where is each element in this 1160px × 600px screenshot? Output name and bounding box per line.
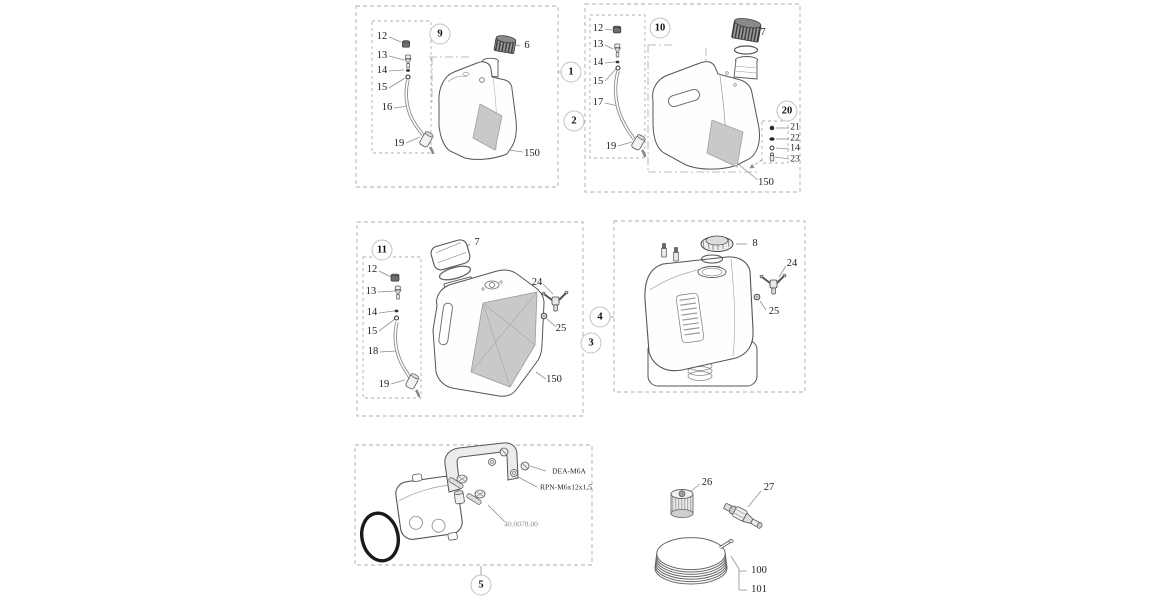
part-code-assembly: 40.0078.00 [504,519,538,529]
part-label-14: 14 [592,56,604,68]
part-label-12: 12 [376,30,388,42]
hose-kit-10-drawing [612,25,647,158]
callout-11: 11 [371,239,393,261]
part-label-101: 101 [751,583,767,595]
callout-10: 10 [649,17,671,39]
tank-9-drawing [438,35,517,160]
callout-20: 20 [776,100,798,122]
tank-10-drawing [652,18,762,170]
part-label-14: 14 [366,306,378,318]
part-label-27: 27 [763,481,775,493]
part-label-14: 14 [376,64,388,76]
part-label-13: 13 [365,285,377,297]
hose-kit-11-drawing [390,273,421,398]
callout-3: 3 [580,332,602,354]
part-label-6: 6 [524,39,530,51]
part-label-15: 15 [376,81,388,93]
callout-4: 4 [589,306,611,328]
part-label-21: 21 [790,122,800,133]
part-label-25: 25 [768,305,780,317]
frame-panel-5 [354,444,593,566]
dashed-frames [354,3,806,566]
part-label-19: 19 [605,140,617,152]
part-label-16: 16 [381,101,393,113]
frame-hose-kit-11 [362,256,422,399]
mount-kit-drawing [359,442,530,563]
part-label-100: 100 [751,564,767,576]
part-label-7: 7 [760,26,766,38]
hose-kit-9-drawing [402,40,435,155]
part-label-17: 17 [592,96,604,108]
frame-panel-9 [355,5,559,188]
part-label-150: 150 [524,147,540,159]
part-label-7: 7 [474,236,480,248]
part-label-150: 150 [546,373,562,385]
fitting-27-drawing [723,503,763,529]
part-label-23: 23 [790,154,800,165]
phantom-lines [429,44,757,173]
frame-panel-10 [584,3,801,193]
part-code-screw: RPN-M6x12x1,5 [540,482,592,492]
frame-hose-kit-10 [589,14,646,159]
filter-26-drawing [670,489,694,518]
callout-5: 5 [470,574,492,596]
part-label-15: 15 [366,325,378,337]
hose-coil-drawing [654,537,734,585]
part-label-18: 18 [367,345,379,357]
frame-panel-11 [356,221,584,417]
part-label-14: 14 [790,143,800,154]
frame-panel-3-4 [613,220,806,393]
part-label-13: 13 [376,49,388,61]
part-label-19: 19 [393,137,405,149]
part-label-24: 24 [786,257,798,269]
part-label-26: 26 [701,476,713,488]
fuel-tap-3-4-drawing [753,273,787,301]
callout-9: 9 [429,23,451,45]
part-label-24: 24 [531,276,543,288]
part-label-19: 19 [378,378,390,390]
part-code-nut: DEA-M6A [552,466,586,476]
part-label-12: 12 [366,263,378,275]
tank-11-drawing [430,239,545,397]
part-label-150: 150 [758,176,774,188]
part-label-22: 22 [790,133,800,144]
part-label-8: 8 [752,237,758,249]
part-label-25: 25 [555,322,567,334]
callout-2: 2 [563,110,585,132]
part-label-12: 12 [592,22,604,34]
frame-group-20 [761,120,789,164]
part-label-15: 15 [592,75,604,87]
callout-1: 1 [560,61,582,83]
part-label-13: 13 [592,38,604,50]
tank-3-4-drawing [644,235,758,387]
fuel-tap-11-drawing [540,290,569,320]
group-20-parts-drawing [769,125,775,162]
